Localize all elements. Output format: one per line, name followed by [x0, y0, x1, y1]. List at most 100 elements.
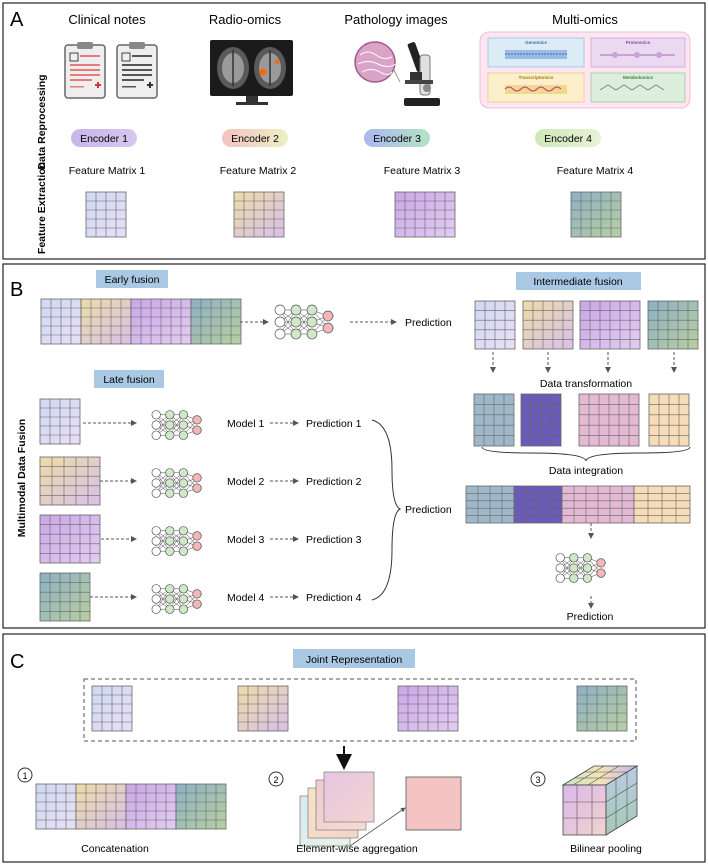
intermediate-input-4: [647, 300, 699, 350]
encoder-1-pill: Encoder 1: [71, 129, 137, 147]
step-2-number: 2: [273, 775, 278, 785]
microscope-icon: [404, 42, 440, 106]
integrated-block-2: [513, 485, 563, 524]
omics-metabolomics-label: Metabolomics: [623, 75, 654, 80]
encoder-1-label: Encoder 1: [80, 133, 128, 145]
concat-block-1: [35, 783, 77, 830]
step-3-badge: 3: [530, 771, 546, 787]
panel-b: B Multimodal Data Fusion Early fusion In…: [2, 263, 706, 629]
early-fusion-matrix-1: [40, 298, 82, 345]
encoder-3-pill: Encoder 3: [364, 129, 430, 147]
encoder-2-label: Encoder 2: [231, 133, 279, 145]
late-prediction-1: Prediction 1: [306, 418, 362, 430]
fusion-matrices: [39, 298, 699, 622]
panel-c-letter: C: [10, 651, 24, 673]
joint-matrix-1: [91, 685, 133, 732]
intermediate-input-1: [474, 300, 516, 350]
bilinear-cube-icon: [561, 765, 639, 836]
source-multi-omics: Multi-omics: [552, 12, 618, 27]
omics-genomics-label: Genomics: [525, 40, 547, 45]
joint-representation-title: Joint Representation: [306, 654, 402, 666]
integration-brace: [481, 446, 691, 462]
late-fusion-final-prediction: Prediction: [405, 504, 452, 516]
intermediate-arrows: [490, 352, 677, 609]
feature-matrix-4-label: Feature Matrix 4: [557, 165, 634, 177]
late-model-4: Model 4: [227, 592, 265, 604]
feature-matrix-1: [85, 191, 127, 238]
feature-matrix-4: [570, 191, 622, 238]
data-integration-label: Data integration: [549, 465, 623, 477]
source-clinical-notes: Clinical notes: [68, 12, 146, 27]
early-fusion-prediction: Prediction: [405, 317, 452, 329]
late-prediction-4: Prediction 4: [306, 592, 362, 604]
early-fusion-title: Early fusion: [105, 274, 160, 286]
neural-network-icon: [555, 553, 607, 583]
feature-matrix-2-label: Feature Matrix 2: [220, 165, 297, 177]
late-fusion-brace: [371, 419, 402, 601]
panel-c: C Joint Representation 1 2 3: [2, 633, 706, 863]
neural-network-icon: [151, 526, 203, 556]
transformed-matrix-4: [648, 393, 690, 447]
feature-matrix-3-label: Feature Matrix 3: [384, 165, 461, 177]
encoder-3-label: Encoder 3: [373, 133, 421, 145]
concat-block-4: [175, 783, 227, 830]
step-2-badge: 2: [268, 771, 284, 787]
panel-a: A Data Reprocessing Feature Extraction C…: [2, 2, 706, 260]
feature-matrix-3: [394, 191, 456, 238]
tissue-slide-icon: [354, 41, 401, 83]
late-model-2: Model 2: [227, 476, 265, 488]
late-fusion-matrix-4: [39, 572, 91, 622]
monitor-brain-scan-icon: [210, 40, 293, 105]
step-1-number: 1: [22, 771, 27, 781]
late-fusion-matrix-1: [39, 398, 81, 445]
aggregation-layers: [299, 771, 375, 847]
joint-representation-box: [83, 678, 637, 742]
joint-matrices: [35, 685, 628, 830]
intermediate-input-2: [522, 300, 574, 350]
panel-b-letter: B: [10, 279, 23, 301]
late-model-1: Model 1: [227, 418, 265, 430]
intermediate-fusion-title: Intermediate fusion: [533, 276, 622, 288]
step-1-badge: 1: [17, 767, 33, 783]
transformed-matrix-3: [578, 393, 640, 447]
feature-matrix-1-label: Feature Matrix 1: [69, 165, 146, 177]
late-fusion-matrix-3: [39, 514, 101, 564]
encoder-4-pill: Encoder 4: [535, 129, 601, 147]
clipboard-icon: [116, 42, 158, 99]
data-transformation-label: Data transformation: [540, 378, 632, 390]
transformed-matrix-2: [520, 393, 562, 447]
late-prediction-2: Prediction 2: [306, 476, 362, 488]
encoder-2-pill: Encoder 2: [222, 129, 288, 147]
step-3-number: 3: [535, 775, 540, 785]
late-fusion-matrix-2: [39, 456, 101, 506]
joint-matrix-4: [576, 685, 628, 732]
row-label-data-reprocessing: Data Reprocessing: [36, 74, 48, 169]
feature-matrices: [85, 191, 622, 238]
omics-transcriptomics-label: Transcriptomics: [519, 75, 554, 80]
early-fusion-matrix-2: [80, 298, 132, 345]
row-label-feature-extraction: Feature Extraction: [36, 162, 48, 254]
neural-network-icon: [151, 468, 203, 498]
joint-matrix-3: [397, 685, 459, 732]
panel-a-letter: A: [10, 9, 24, 31]
intermediate-input-3: [579, 300, 641, 350]
method-concatenation: Concatenation: [81, 843, 149, 855]
method-element-wise-aggregation: Element-wise aggregation: [296, 843, 418, 855]
early-fusion-matrix-4: [190, 298, 242, 345]
source-radio-omics: Radio-omics: [209, 12, 282, 27]
multi-omics-panel: Genomics Proteomics Transcriptomics Meta…: [479, 31, 691, 109]
late-fusion-title: Late fusion: [103, 374, 155, 386]
transformed-matrix-1: [473, 393, 515, 447]
encoder-4-label: Encoder 4: [544, 133, 592, 145]
aggregated-matrix: [405, 776, 462, 831]
early-fusion-matrix-3: [130, 298, 192, 345]
concat-block-3: [125, 783, 177, 830]
integrated-block-4: [633, 485, 691, 524]
concat-block-2: [75, 783, 127, 830]
method-bilinear-pooling: Bilinear pooling: [570, 843, 642, 855]
late-prediction-3: Prediction 3: [306, 534, 362, 546]
late-model-3: Model 3: [227, 534, 265, 546]
neural-network-icon: [151, 584, 203, 614]
neural-network-icon: [151, 410, 203, 440]
